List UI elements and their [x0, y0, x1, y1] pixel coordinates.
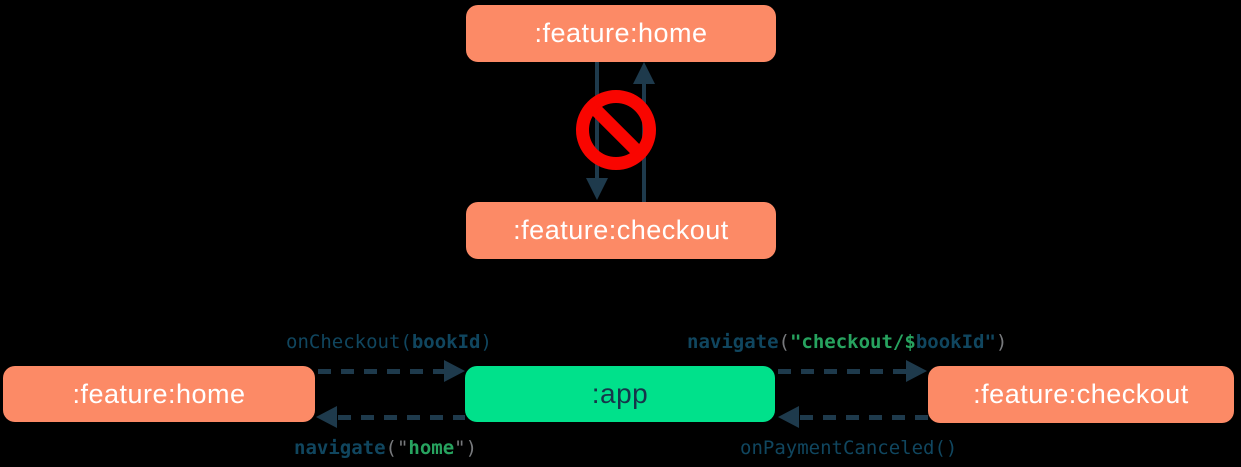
top-home-module-box: :feature:home [466, 5, 776, 62]
arrow-checkout-to-app-line [800, 415, 928, 420]
arrow-home-to-checkout-head [586, 178, 608, 200]
app-module-box: :app [465, 366, 775, 422]
bottom-home-module-box: :feature:home [3, 366, 315, 422]
top-home-module-label: :feature:home [534, 18, 708, 48]
navigate-home-label: navigate("home") [294, 437, 478, 459]
top-checkout-module-box: :feature:checkout [466, 202, 776, 259]
arrow-app-to-home-head [316, 406, 337, 428]
bottom-home-module-label: :feature:home [72, 378, 246, 409]
bottom-checkout-module-box: :feature:checkout [928, 366, 1234, 423]
no-entry-icon [576, 90, 656, 170]
arrow-home-to-app-head [444, 360, 465, 382]
arrow-app-to-checkout-head [906, 360, 927, 382]
arrow-checkout-to-home-head [633, 62, 655, 84]
arrow-app-to-home-line [338, 415, 465, 420]
arrow-home-to-app-line [318, 369, 446, 374]
on-payment-canceled-label: onPaymentCanceled() [740, 437, 958, 459]
arrow-app-to-checkout-line [778, 369, 906, 374]
top-checkout-module-label: :feature:checkout [513, 215, 729, 245]
on-checkout-label: onCheckout(bookId) [286, 331, 492, 353]
no-entry-icon-slash [591, 105, 641, 155]
bottom-checkout-module-label: :feature:checkout [973, 379, 1189, 409]
navigate-checkout-label: navigate("checkout/$bookId") [687, 331, 1008, 353]
arrow-checkout-to-app-head [778, 406, 799, 428]
app-module-label: :app [591, 378, 649, 409]
